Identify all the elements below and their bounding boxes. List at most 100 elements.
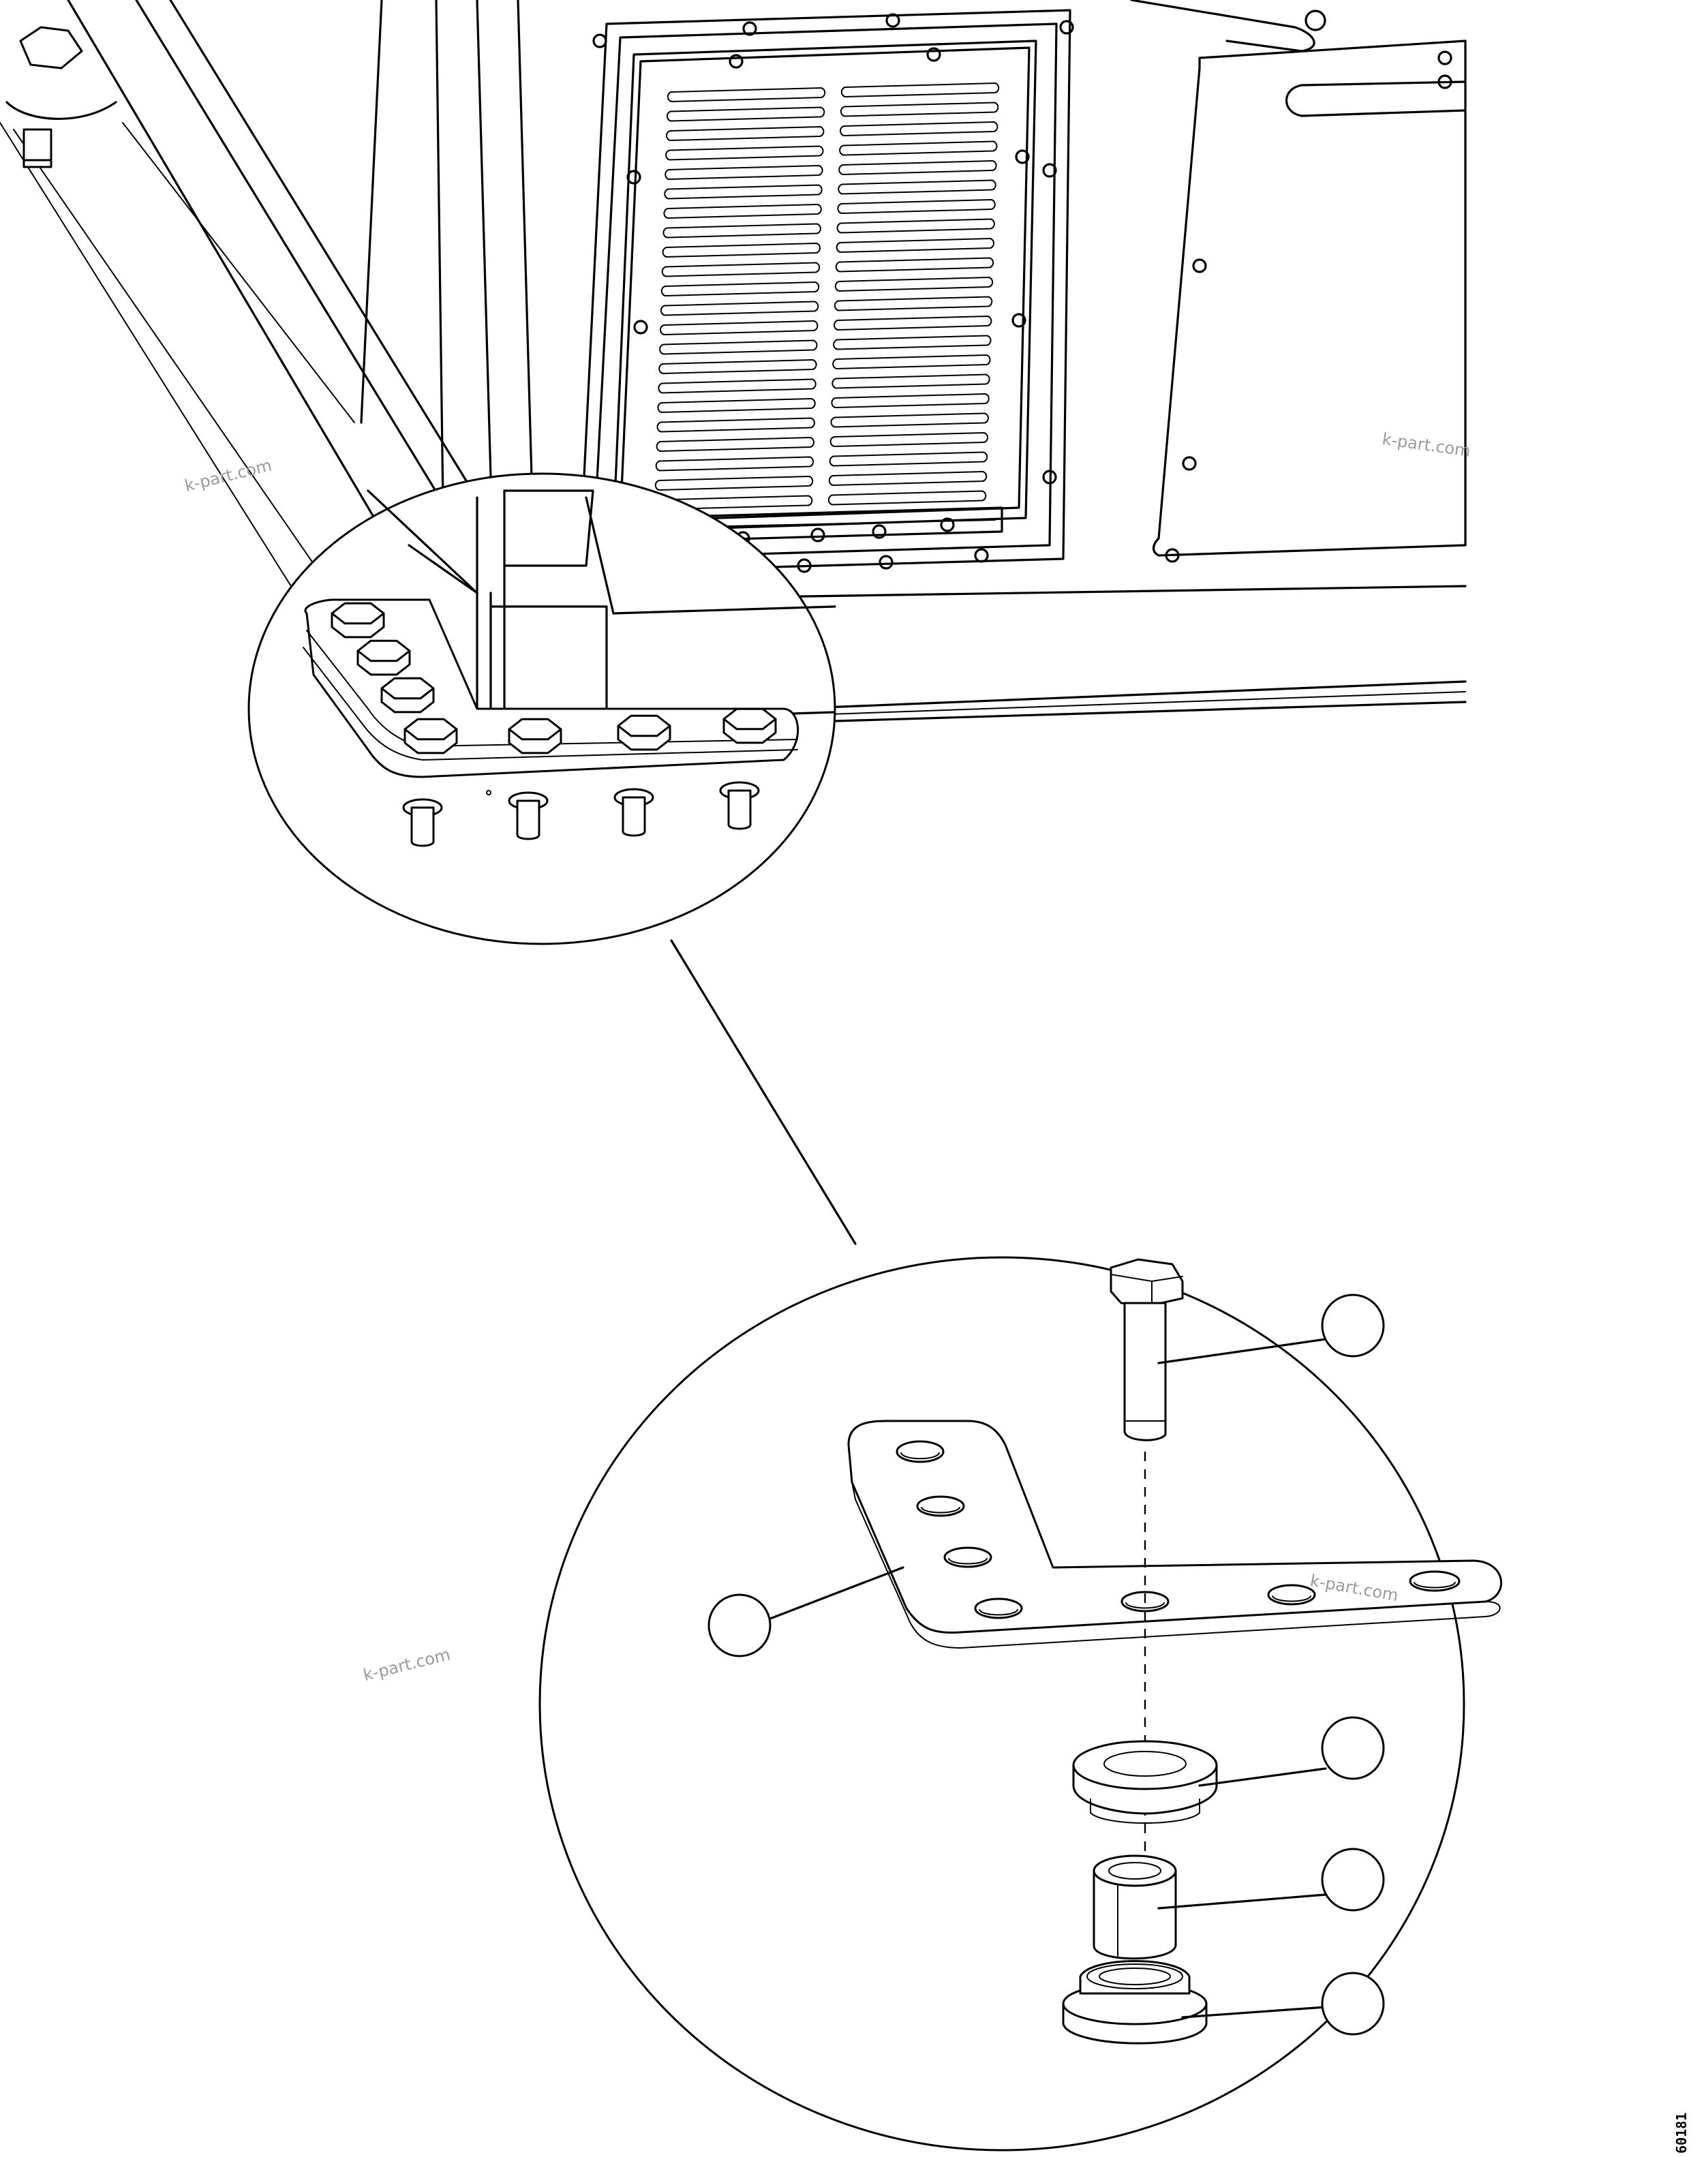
detail-circle-exploded (538, 1256, 1503, 2152)
louver-slot (665, 165, 823, 180)
screw-head (1192, 258, 1207, 273)
screw-head (626, 170, 641, 185)
louver-slot (659, 339, 818, 355)
screw-head (1437, 50, 1452, 65)
screw-head (872, 524, 887, 539)
louver-slot (840, 102, 999, 117)
louver-slot (827, 490, 987, 506)
plate-hole-inner (979, 1609, 1018, 1616)
screw-head (633, 320, 648, 335)
louver-slot (662, 223, 821, 239)
bolt-head-top (508, 718, 562, 741)
screw-head (1437, 74, 1452, 89)
plate-hole-inner (1272, 1595, 1311, 1602)
louver-slot (666, 106, 825, 122)
louver-slot (832, 354, 991, 369)
plate-hole-inner (900, 1452, 940, 1460)
louver-slot (662, 243, 821, 258)
plate-hole-inner (948, 1558, 988, 1565)
screw-head (592, 33, 607, 48)
louver-slot (838, 160, 997, 175)
lower-flanged-bushing (1062, 1960, 1208, 2045)
callout-lower-bushing-leader (1181, 2006, 1327, 2019)
screw-head (885, 13, 900, 28)
louver-slot (655, 456, 814, 472)
louver-slots (654, 82, 1000, 510)
louver-slot (660, 281, 820, 296)
screw-head (1182, 456, 1197, 471)
bolt-head-top (331, 602, 385, 625)
louver-slot (828, 471, 988, 486)
stud-shaft (410, 806, 435, 847)
callout-upper-bushing (1321, 1716, 1385, 1780)
callout-spacer (1321, 1848, 1385, 1912)
louver-slot (656, 417, 815, 433)
screw-head (742, 21, 757, 36)
louver-slot (831, 393, 990, 408)
callout-plate-leader (769, 1566, 904, 1620)
louver-slot (834, 296, 993, 311)
figure-code: 60181 (1673, 2112, 1690, 2154)
louver-slot (834, 277, 994, 292)
callout-plate (707, 1593, 772, 1657)
bolt-head-top (617, 714, 671, 737)
upper-flanged-bushing (1072, 1740, 1218, 1824)
louver-slot (660, 301, 819, 316)
louver-slot (840, 82, 1000, 97)
plate-hole-inner (921, 1507, 960, 1514)
screw-head (1059, 20, 1074, 35)
louver-slot (659, 320, 819, 335)
louver-slot (835, 257, 994, 273)
stud-shaft (727, 789, 752, 830)
screw-head (797, 558, 812, 573)
bolt-head-top (356, 639, 411, 662)
callout-upper-bushing-leader (1198, 1767, 1327, 1787)
louver-slot (657, 398, 816, 413)
louver-slot (833, 316, 992, 331)
bolt-head-top (722, 707, 777, 731)
louver-slot (664, 184, 823, 200)
mounting-plate (847, 1420, 1503, 1649)
detail-circle-assembled (247, 472, 836, 945)
louver-slot (665, 145, 824, 161)
louver-slot (839, 140, 998, 156)
screw-head (1042, 163, 1057, 178)
louver-slot (654, 476, 814, 491)
callout-bolt (1321, 1294, 1385, 1358)
panel-screws (592, 13, 1074, 573)
louver-slot (837, 199, 996, 214)
bolt-head-top (380, 677, 435, 700)
stud-shaft (516, 799, 540, 840)
vent-grille-panel (578, 9, 1074, 574)
screw-head (1042, 470, 1057, 485)
screw-head (879, 555, 894, 570)
louver-slot (658, 359, 817, 374)
plate-hole-inner (1125, 1602, 1165, 1609)
louver-slot (830, 412, 989, 428)
hex-bolt-heads (331, 602, 777, 754)
louver-slot (656, 437, 815, 452)
louver-slot (829, 451, 988, 467)
louver-slot (832, 373, 990, 389)
louver-slot (661, 262, 821, 277)
screw-head (729, 54, 744, 69)
screw-head (1011, 313, 1026, 328)
louver-slot (665, 126, 825, 141)
side-cover-panel (1152, 40, 1467, 563)
screw-head (1165, 548, 1180, 563)
plate-hole-inner (1414, 1582, 1456, 1589)
callout-lower-bushing (1321, 1972, 1385, 2036)
louver-slot (836, 238, 995, 253)
louver-slot (836, 218, 995, 234)
louver-slot (833, 335, 992, 350)
hex-bolt (1110, 1258, 1184, 1441)
louver-slot (829, 432, 989, 447)
louver-slot (667, 87, 826, 102)
spacer-sleeve (1093, 1854, 1177, 1960)
cover-screws (1165, 50, 1452, 563)
screw-head (810, 527, 825, 542)
bolt-studs (402, 781, 760, 847)
callout-spacer-leader (1157, 1893, 1327, 1910)
